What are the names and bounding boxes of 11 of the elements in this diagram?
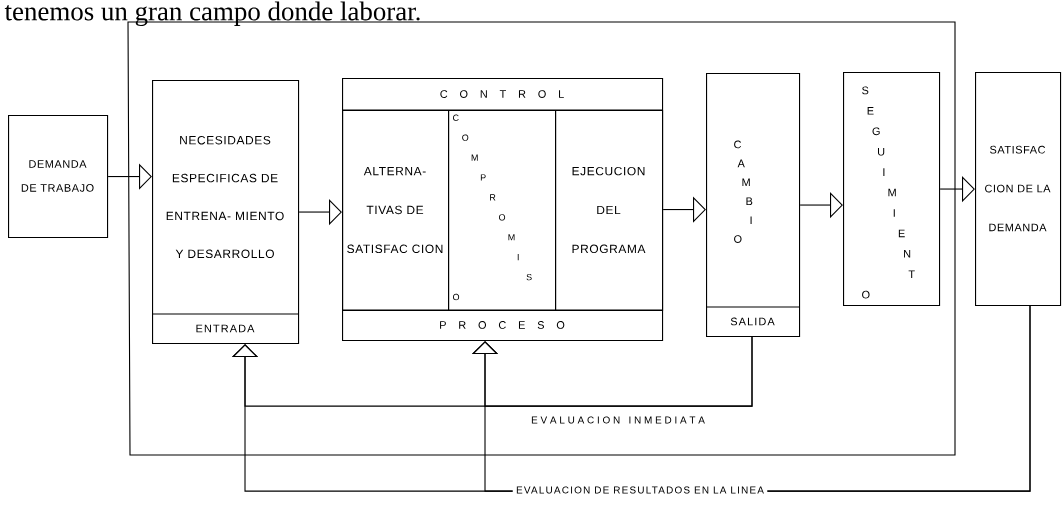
process-box: NECESIDADES ESPECIFICAS DE ENTRENA- MIENTO Y DESARROLLO ENTRADA (151, 80, 300, 345)
body-text: tenemos un gran campo donde laborar. (4, 1, 420, 26)
edge-label: E V A L U A C I O N I N M E D I A T A (527, 413, 709, 427)
edge-label: EVALUACION DE RESULTADOS EN LA LINEA (512, 483, 768, 497)
process-box: CAMBIO SALIDA (705, 73, 801, 338)
process-box: EJECUCION DEL PROGRAMA (555, 110, 664, 312)
process-box: SATISFAC CION DE LA DEMANDA (975, 72, 1062, 307)
process-box: ALTERNA- TIVAS DE SATISFAC CION (342, 110, 450, 312)
process-box: COMPROMISO (448, 110, 557, 312)
process-box: DEMANDA DE TRABAJO (8, 115, 109, 239)
process-box: SEGUIMIENTO (843, 72, 941, 307)
